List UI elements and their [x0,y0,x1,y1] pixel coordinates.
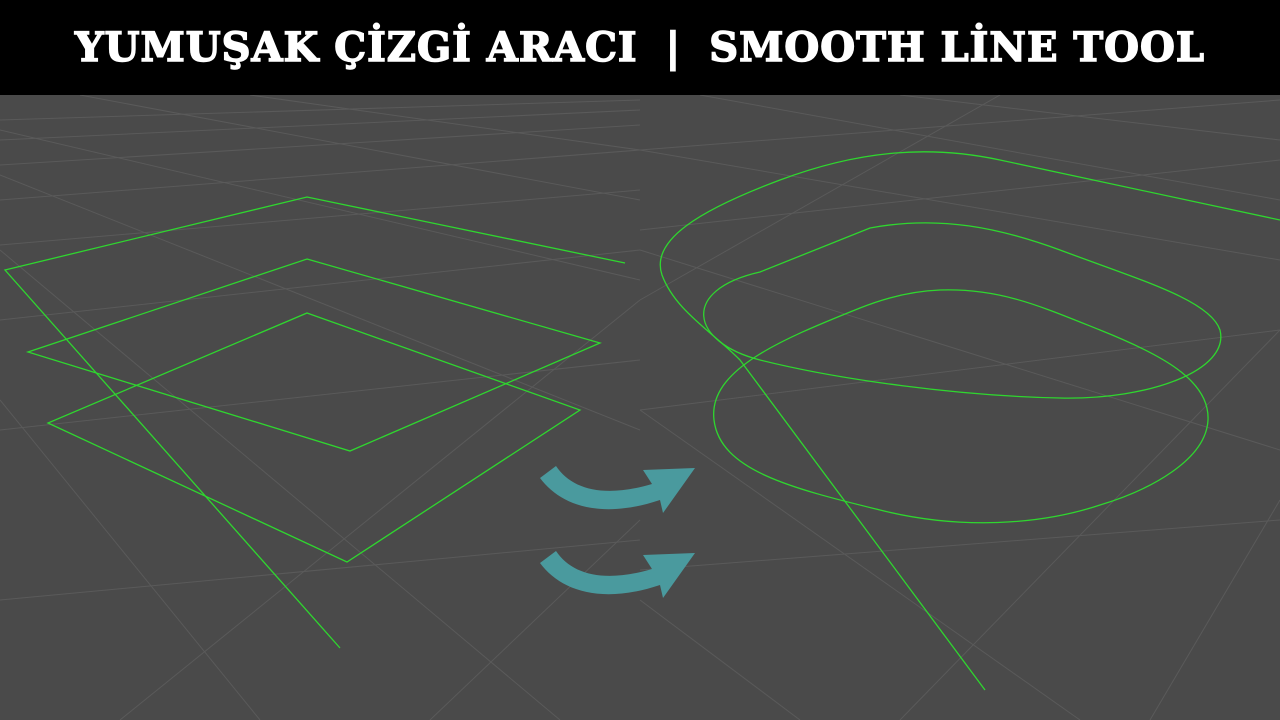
curved-arrow-right-icon [540,466,695,513]
scene-viewport[interactable] [0,95,1280,720]
title-separator: | [665,23,682,72]
scene-canvas [0,95,1280,720]
smooth-lines-group [659,151,1280,691]
title-left: YUMUŞAK ÇİZGİ ARACI [74,23,638,72]
sharp-line-outer [3,196,626,649]
smooth-line-outer [659,151,1280,691]
smooth-shape-inner [713,289,1209,524]
title-right: SMOOTH LİNE TOOL [708,23,1205,72]
sharp-rect-middle [25,258,602,452]
grid-left [0,95,641,720]
title-bar: YUMUŞAK ÇİZGİ ARACI | SMOOTH LİNE TOOL [0,0,1280,95]
sharp-lines-group [3,196,626,649]
grid-right [639,95,1280,720]
sharp-rect-inner [46,312,582,563]
smooth-shape-middle [703,222,1222,399]
curved-arrow-right-icon [540,551,695,598]
